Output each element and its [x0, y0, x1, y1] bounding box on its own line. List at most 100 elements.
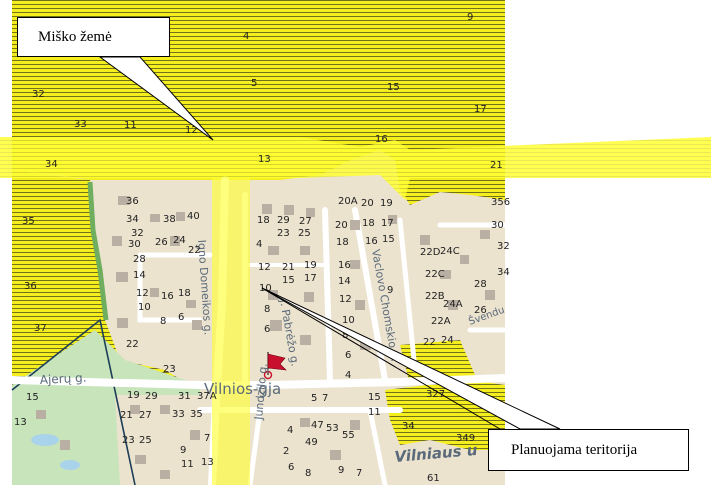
- parcel-number: 16: [161, 291, 174, 302]
- callout-forest-land: Miško žemė: [17, 17, 170, 57]
- buildings: [36, 196, 495, 479]
- pond: [60, 460, 80, 470]
- parcel-number: 31: [178, 391, 191, 402]
- location-flag-icon[interactable]: [263, 352, 287, 380]
- parcel-number: 28: [133, 254, 146, 265]
- parcel-number: 22B: [425, 291, 445, 302]
- parcel-number: 12: [185, 125, 198, 136]
- parcel-number: 55: [342, 430, 355, 441]
- parcel-number: 18: [178, 288, 191, 299]
- parcel-number: 6: [345, 350, 351, 361]
- parcel-number: 14: [133, 270, 146, 281]
- parcel-number: 15: [387, 82, 400, 93]
- parcel-number: 19: [127, 390, 140, 401]
- parcel-number: 9: [338, 465, 344, 476]
- parcel-number: 37: [34, 323, 47, 334]
- parcel-number: 27: [139, 410, 152, 421]
- parcel-number: 15: [368, 392, 381, 403]
- parcel-number: 38: [163, 214, 176, 225]
- parcel-number: 15: [382, 234, 395, 245]
- parcel-number: 49: [305, 437, 318, 448]
- parcel-number: 10: [342, 315, 355, 326]
- parcel-number: 327: [426, 389, 445, 400]
- parcel-number: 36: [24, 281, 37, 292]
- parcel-number: 30: [491, 220, 504, 231]
- parcel-number: 29: [145, 391, 158, 402]
- parcel-number: 2: [283, 446, 289, 457]
- parcel-number: 17: [474, 104, 487, 115]
- parcel-number: 22C: [425, 269, 445, 280]
- parcel-number: 26: [155, 237, 168, 248]
- parcel-number: 23: [163, 364, 176, 375]
- parcel-number: 6: [178, 312, 184, 323]
- parcel-number: 32: [497, 241, 510, 252]
- parcel-number: 20: [335, 220, 348, 231]
- parcel-number: 33: [74, 119, 87, 130]
- parcel-number: 34: [402, 421, 415, 432]
- parcel-number: 14: [338, 276, 351, 287]
- parcel-number: 27: [299, 216, 312, 227]
- parcel-number: 20A: [338, 196, 358, 207]
- parcel-number: 23: [122, 435, 135, 446]
- parcel-number: 34: [497, 267, 510, 278]
- parcel-number: 8: [342, 330, 348, 341]
- parcel-number: 9: [467, 12, 473, 23]
- parcel-number: 6: [264, 324, 270, 335]
- parcel-number: 12: [339, 294, 352, 305]
- parcel-number: 21: [120, 410, 133, 421]
- parcel-number: 23: [277, 228, 290, 239]
- parcel-number: 24: [441, 335, 454, 346]
- forest-land-west: [12, 170, 190, 385]
- parcel-number: 34: [126, 214, 139, 225]
- parcel-number: 22: [126, 339, 139, 350]
- callout-planned-label: Planuojama teritorija: [511, 441, 638, 458]
- parcel-number: 8: [305, 468, 311, 479]
- parcel-number: 7: [204, 433, 210, 444]
- parcel-number: 16: [365, 236, 378, 247]
- parcel-number: 12: [136, 288, 149, 299]
- parcel-number: 22: [423, 337, 436, 348]
- parcel-number: 17: [304, 273, 317, 284]
- parcel-number: 21: [282, 262, 295, 273]
- parcel-number: 11: [124, 120, 137, 131]
- planned-territory-highlight[interactable]: [0, 137, 711, 485]
- parcel-number: 18: [362, 218, 375, 229]
- callout-forest-label: Miško žemė: [38, 28, 112, 45]
- parcel-number: 5: [251, 78, 257, 89]
- parcel-number: 24A: [443, 299, 463, 310]
- parcel-number: 37A: [197, 391, 217, 402]
- callout-planned-territory: Planuojama teritorija: [488, 429, 689, 471]
- parcel-number: 30: [128, 239, 141, 250]
- parcel-number: 36: [126, 196, 139, 207]
- parcel-number: 18: [257, 215, 270, 226]
- street-jundzilo: Jundzilo g.: [252, 363, 270, 422]
- parcel-number: 349: [456, 433, 475, 444]
- parcel-number: 20: [361, 198, 374, 209]
- parcel-number: 15: [282, 275, 295, 286]
- parcel-number: 10: [138, 302, 151, 313]
- parcel-number: 40: [187, 211, 200, 222]
- parcel-number: 4: [243, 31, 249, 42]
- parcel-number: 4: [287, 425, 293, 436]
- parcel-number: 13: [14, 417, 27, 428]
- parcel-number: 9: [180, 445, 186, 456]
- parcel-number: 10: [259, 283, 272, 294]
- parcel-number: 34: [45, 159, 58, 170]
- parcel-number: 4: [345, 370, 351, 381]
- pond: [31, 434, 59, 446]
- parcel-number: 5: [311, 393, 317, 404]
- parcel-number: 13: [201, 457, 214, 468]
- parcel-number: 33: [172, 409, 185, 420]
- parcel-number: 8: [160, 316, 166, 327]
- parcel-number: 26: [474, 305, 487, 316]
- parcel-number: 12: [258, 262, 271, 273]
- parcel-number: 9: [387, 285, 393, 296]
- parcel-number: 8: [264, 304, 270, 315]
- parcel-number: 35: [190, 409, 203, 420]
- parcel-number: 19: [304, 260, 317, 271]
- parcel-number: 47: [311, 420, 324, 431]
- parcel-number: 6: [288, 462, 294, 473]
